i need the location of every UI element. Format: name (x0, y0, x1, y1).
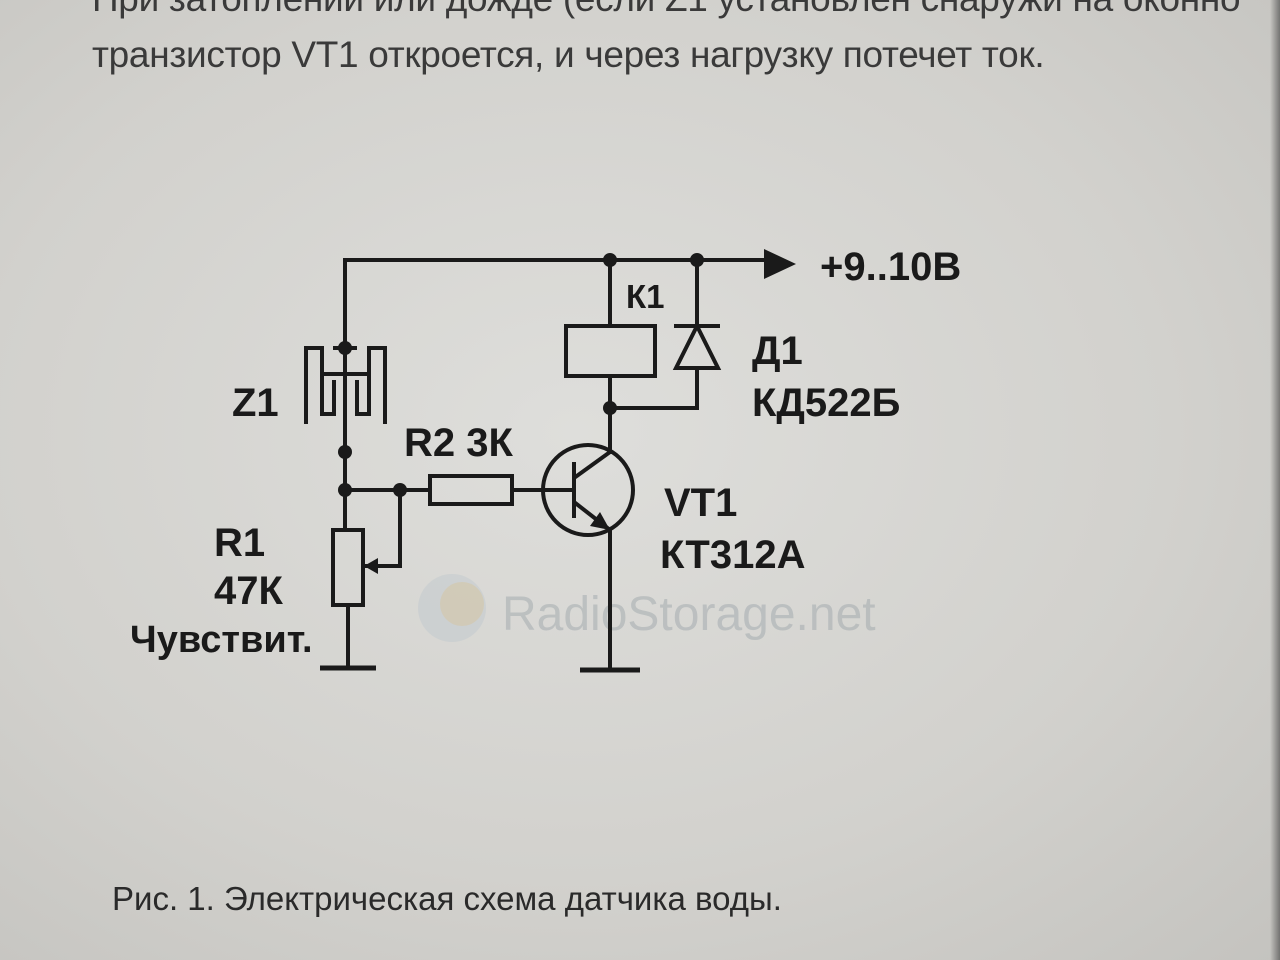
resistor-r1-note-label: Чувствит. (130, 619, 313, 661)
resistor-r1-ref-label: R1 (214, 521, 265, 565)
sensor-label: Z1 (232, 381, 279, 425)
watermark: RadioStorage.net (418, 574, 876, 642)
resistor-r1-value-label: 47К (214, 569, 283, 613)
transistor-vt1-icon (541, 443, 635, 537)
relay-label: К1 (626, 278, 665, 315)
resistor-r2-label: R2 3К (404, 421, 513, 465)
diode-type-label: КД522Б (752, 381, 900, 425)
junction-dots (338, 253, 704, 497)
supply-label: +9..10В (820, 245, 961, 289)
screen-edge-shadow (1270, 0, 1280, 960)
resistor-r2 (428, 474, 514, 506)
diode-d1-icon (672, 321, 722, 370)
supply-arrow-icon (764, 249, 796, 279)
relay-coil-k1 (564, 324, 657, 378)
potentiometer-r1 (331, 528, 378, 607)
paragraph-line-1: При затоплении или дожде (если Z1 устано… (92, 0, 1241, 20)
paragraph-line-2: транзистор VT1 откроется, и через нагруз… (92, 34, 1045, 75)
water-sensor-z1-icon (304, 346, 387, 430)
wires (343, 258, 770, 672)
watermark-text: RadioStorage.net (502, 588, 876, 641)
emitter-arrow-icon (590, 512, 610, 530)
figure-caption: Рис. 1. Электрическая схема датчика воды… (112, 880, 782, 917)
transistor-ref-label: VT1 (664, 481, 737, 525)
diode-ref-label: Д1 (752, 329, 803, 373)
transistor-type-label: КТ312А (660, 533, 805, 577)
